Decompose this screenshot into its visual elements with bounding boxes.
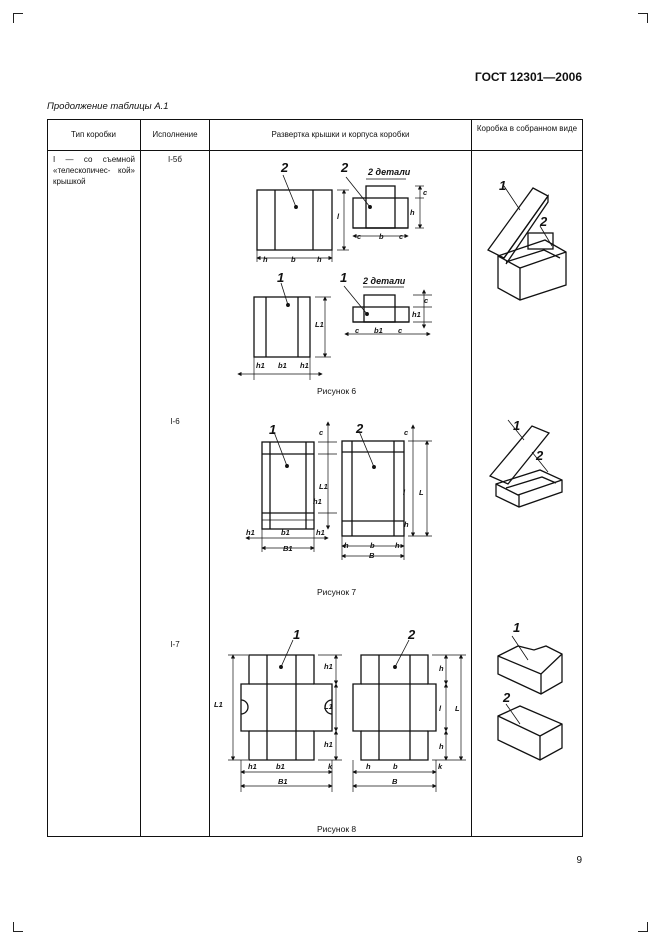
fig6-label-2-assembled: 2 [540,214,548,229]
standard-number: ГОСТ 12301—2006 [474,70,582,84]
fig6-dim-c: c [357,232,362,241]
fig8-dim-h: h [439,664,444,673]
fig6-dim-h1: h1 [256,361,265,370]
fig6-two-parts-a: 2 детали [368,167,411,177]
fig6-dim-h: h [263,255,268,264]
fig6-dim-b: b [291,255,296,264]
fig7-dim-h: h [395,541,400,550]
fig6-dim-c: c [399,232,404,241]
crop-mark [647,13,648,23]
fig6-label-2a: 2 [281,160,289,175]
fig8-dim-L: L [455,704,460,713]
variant-row-3: I-7 [170,640,180,649]
fig7-dim-L: L [419,488,424,497]
fig8-dim-l: l [439,704,442,713]
fig6-dim-l: l [337,212,340,221]
fig6-dim-b1: b1 [374,326,383,335]
header-assembled: Коробка в собранном виде [476,124,578,133]
fig6-dim-c: c [398,326,403,335]
fig7-label-2-assembled: 2 [536,448,544,463]
fig8-label-1: 1 [293,627,301,642]
fig7-dim-h1: h1 [246,528,255,537]
header-variant: Исполнение [152,130,198,139]
fig7-dim-b1: b1 [281,528,290,537]
crop-mark [13,931,23,932]
fig8-dim-l1: L1 [324,702,333,711]
crop-mark [13,13,14,23]
fig7-dim-b: b [370,541,375,550]
variant-row-2: I-6 [170,417,180,426]
fig8-label-2: 2 [408,627,416,642]
fig8-dim-b1: b1 [276,762,285,771]
crop-mark [638,931,648,932]
fig8-caption: Рисунок 8 [317,824,357,834]
fig6-dim-b: b [379,232,384,241]
fig6-label-2b: 2 [341,160,349,175]
fig7-label-2: 2 [356,421,364,436]
fig8-dim-h1: h1 [248,762,257,771]
fig6-caption: Рисунок 6 [317,386,357,396]
fig6-two-parts-b: 2 детали [363,276,406,286]
fig8-dim-B1: B1 [278,777,288,786]
fig7-dim-h1: h1 [316,528,325,537]
fig7-dim-h1: h1 [313,497,322,506]
fig8-dim-b: b [393,762,398,771]
crop-mark [647,922,648,932]
fig7-dim-l1: L1 [319,482,328,491]
crop-mark [13,13,23,14]
fig8-dim-B: B [392,777,398,786]
fig6-dim-c: c [424,296,429,305]
fig8-dim-h1: h1 [324,662,333,671]
fig6-dim-c: c [423,188,428,197]
box-table: Тип коробки Исполнение Развертка крышки … [47,119,583,837]
fig7-dim-B1: B1 [283,544,293,553]
fig7-label-1-assembled: 1 [513,418,521,433]
fig6-label-1-assembled: 1 [499,178,507,193]
fig8-dim-h1: h1 [324,740,333,749]
fig7-dim-B: B [369,551,375,560]
fig7-dim-c: c [319,428,324,437]
table-continuation-caption: Продолжение таблицы А.1 [47,101,169,112]
fig8-label-1-assembled: 1 [513,620,521,635]
crop-mark [13,922,14,932]
fig6-dim-h: h [410,208,415,217]
fig8-dim-k: k [328,762,333,771]
fig6-dim-c: c [355,326,360,335]
fig6-label-1a: 1 [277,270,285,285]
fig6-dim-h1: h1 [300,361,309,370]
crop-mark [638,13,648,14]
fig6-label-1b: 1 [340,270,348,285]
header-layout: Развертка крышки и корпуса коробки [271,130,410,139]
table-grid [47,119,583,837]
fig8-label-2-assembled: 2 [503,690,511,705]
fig6-dim-h: h [317,255,322,264]
fig7-dim-h: h [344,541,349,550]
fig7-dim-c: c [404,428,409,437]
fig7-label-1: 1 [269,422,277,437]
fig6-dim-b1: b1 [278,361,287,370]
fig7-dim-h: h [404,520,409,529]
fig7-dim-l: l [403,488,406,497]
page-number: 9 [576,855,582,866]
header-box-type: Тип коробки [70,130,117,139]
fig8-dim-l1: L1 [214,700,223,709]
variant-row-1: I-5б [168,155,182,164]
fig6-dim-l1: L1 [315,320,324,329]
fig8-dim-h: h [439,742,444,751]
fig6-dim-h1: h1 [412,310,421,319]
fig8-dim-h: h [366,762,371,771]
fig7-caption: Рисунок 7 [317,587,357,597]
fig8-dim-k: k [438,762,443,771]
box-type-description: I — со съемной «телескопичес- кой» крышк… [53,155,135,186]
